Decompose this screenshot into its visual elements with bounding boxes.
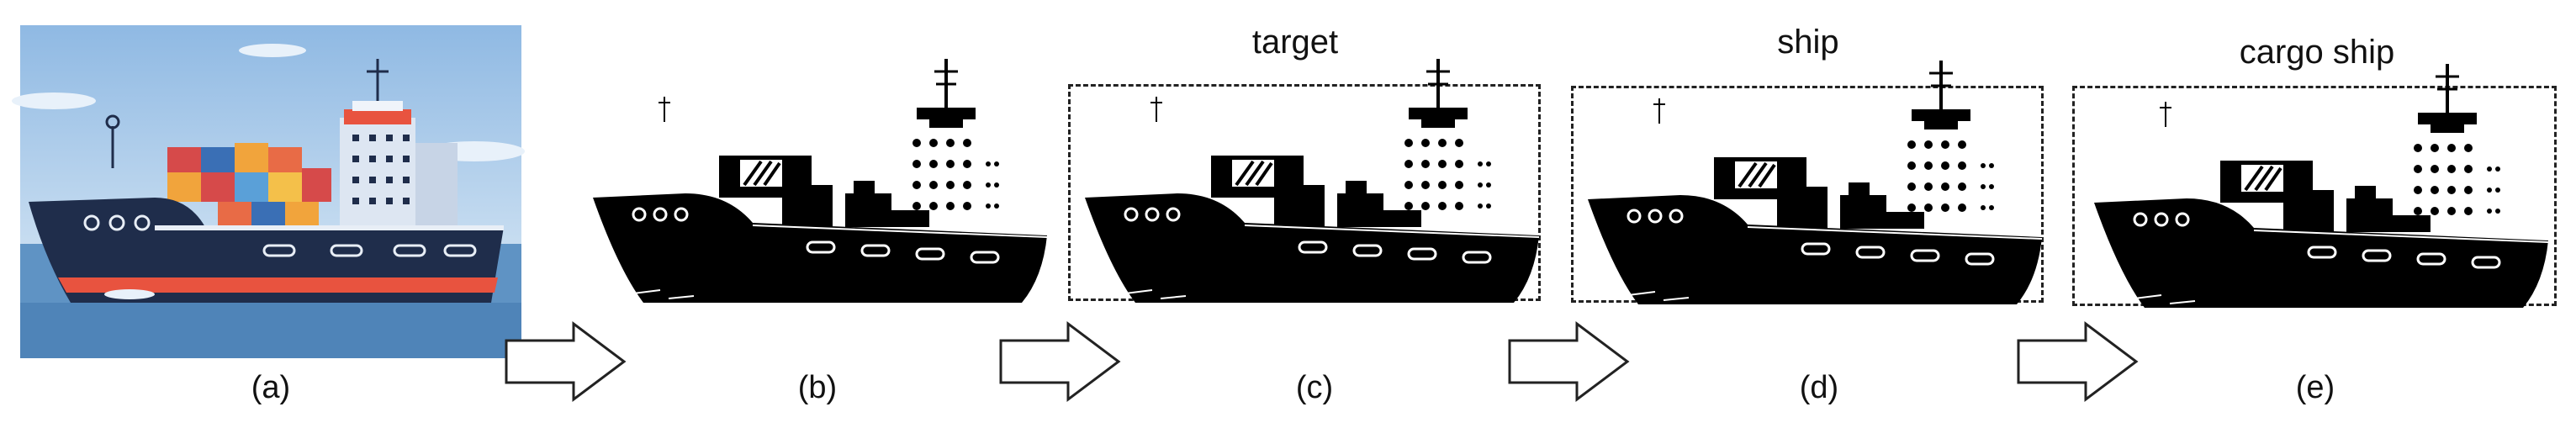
box-label-c: target: [1251, 24, 1339, 61]
ship-silhouette-d: [1586, 59, 2044, 306]
caption-a: (a): [251, 370, 291, 405]
ship-silhouette-b: [591, 57, 1049, 304]
cargo-ship-illustration: [12, 25, 525, 358]
ship-silhouette-c: [1083, 57, 1541, 304]
box-label-d: ship: [1777, 24, 1839, 61]
arrow-1: [505, 322, 626, 401]
box-label-e: cargo ship: [2239, 34, 2395, 71]
caption-b: (b): [797, 370, 838, 405]
ship-silhouette-e: [2092, 62, 2550, 309]
caption-e: (e): [2295, 370, 2335, 405]
caption-d: (d): [1799, 370, 1839, 405]
arrow-4: [2017, 322, 2138, 401]
caption-c: (c): [1295, 370, 1334, 405]
arrow-2: [999, 322, 1120, 401]
panel-a: [12, 25, 525, 358]
arrow-3: [1508, 322, 1629, 401]
